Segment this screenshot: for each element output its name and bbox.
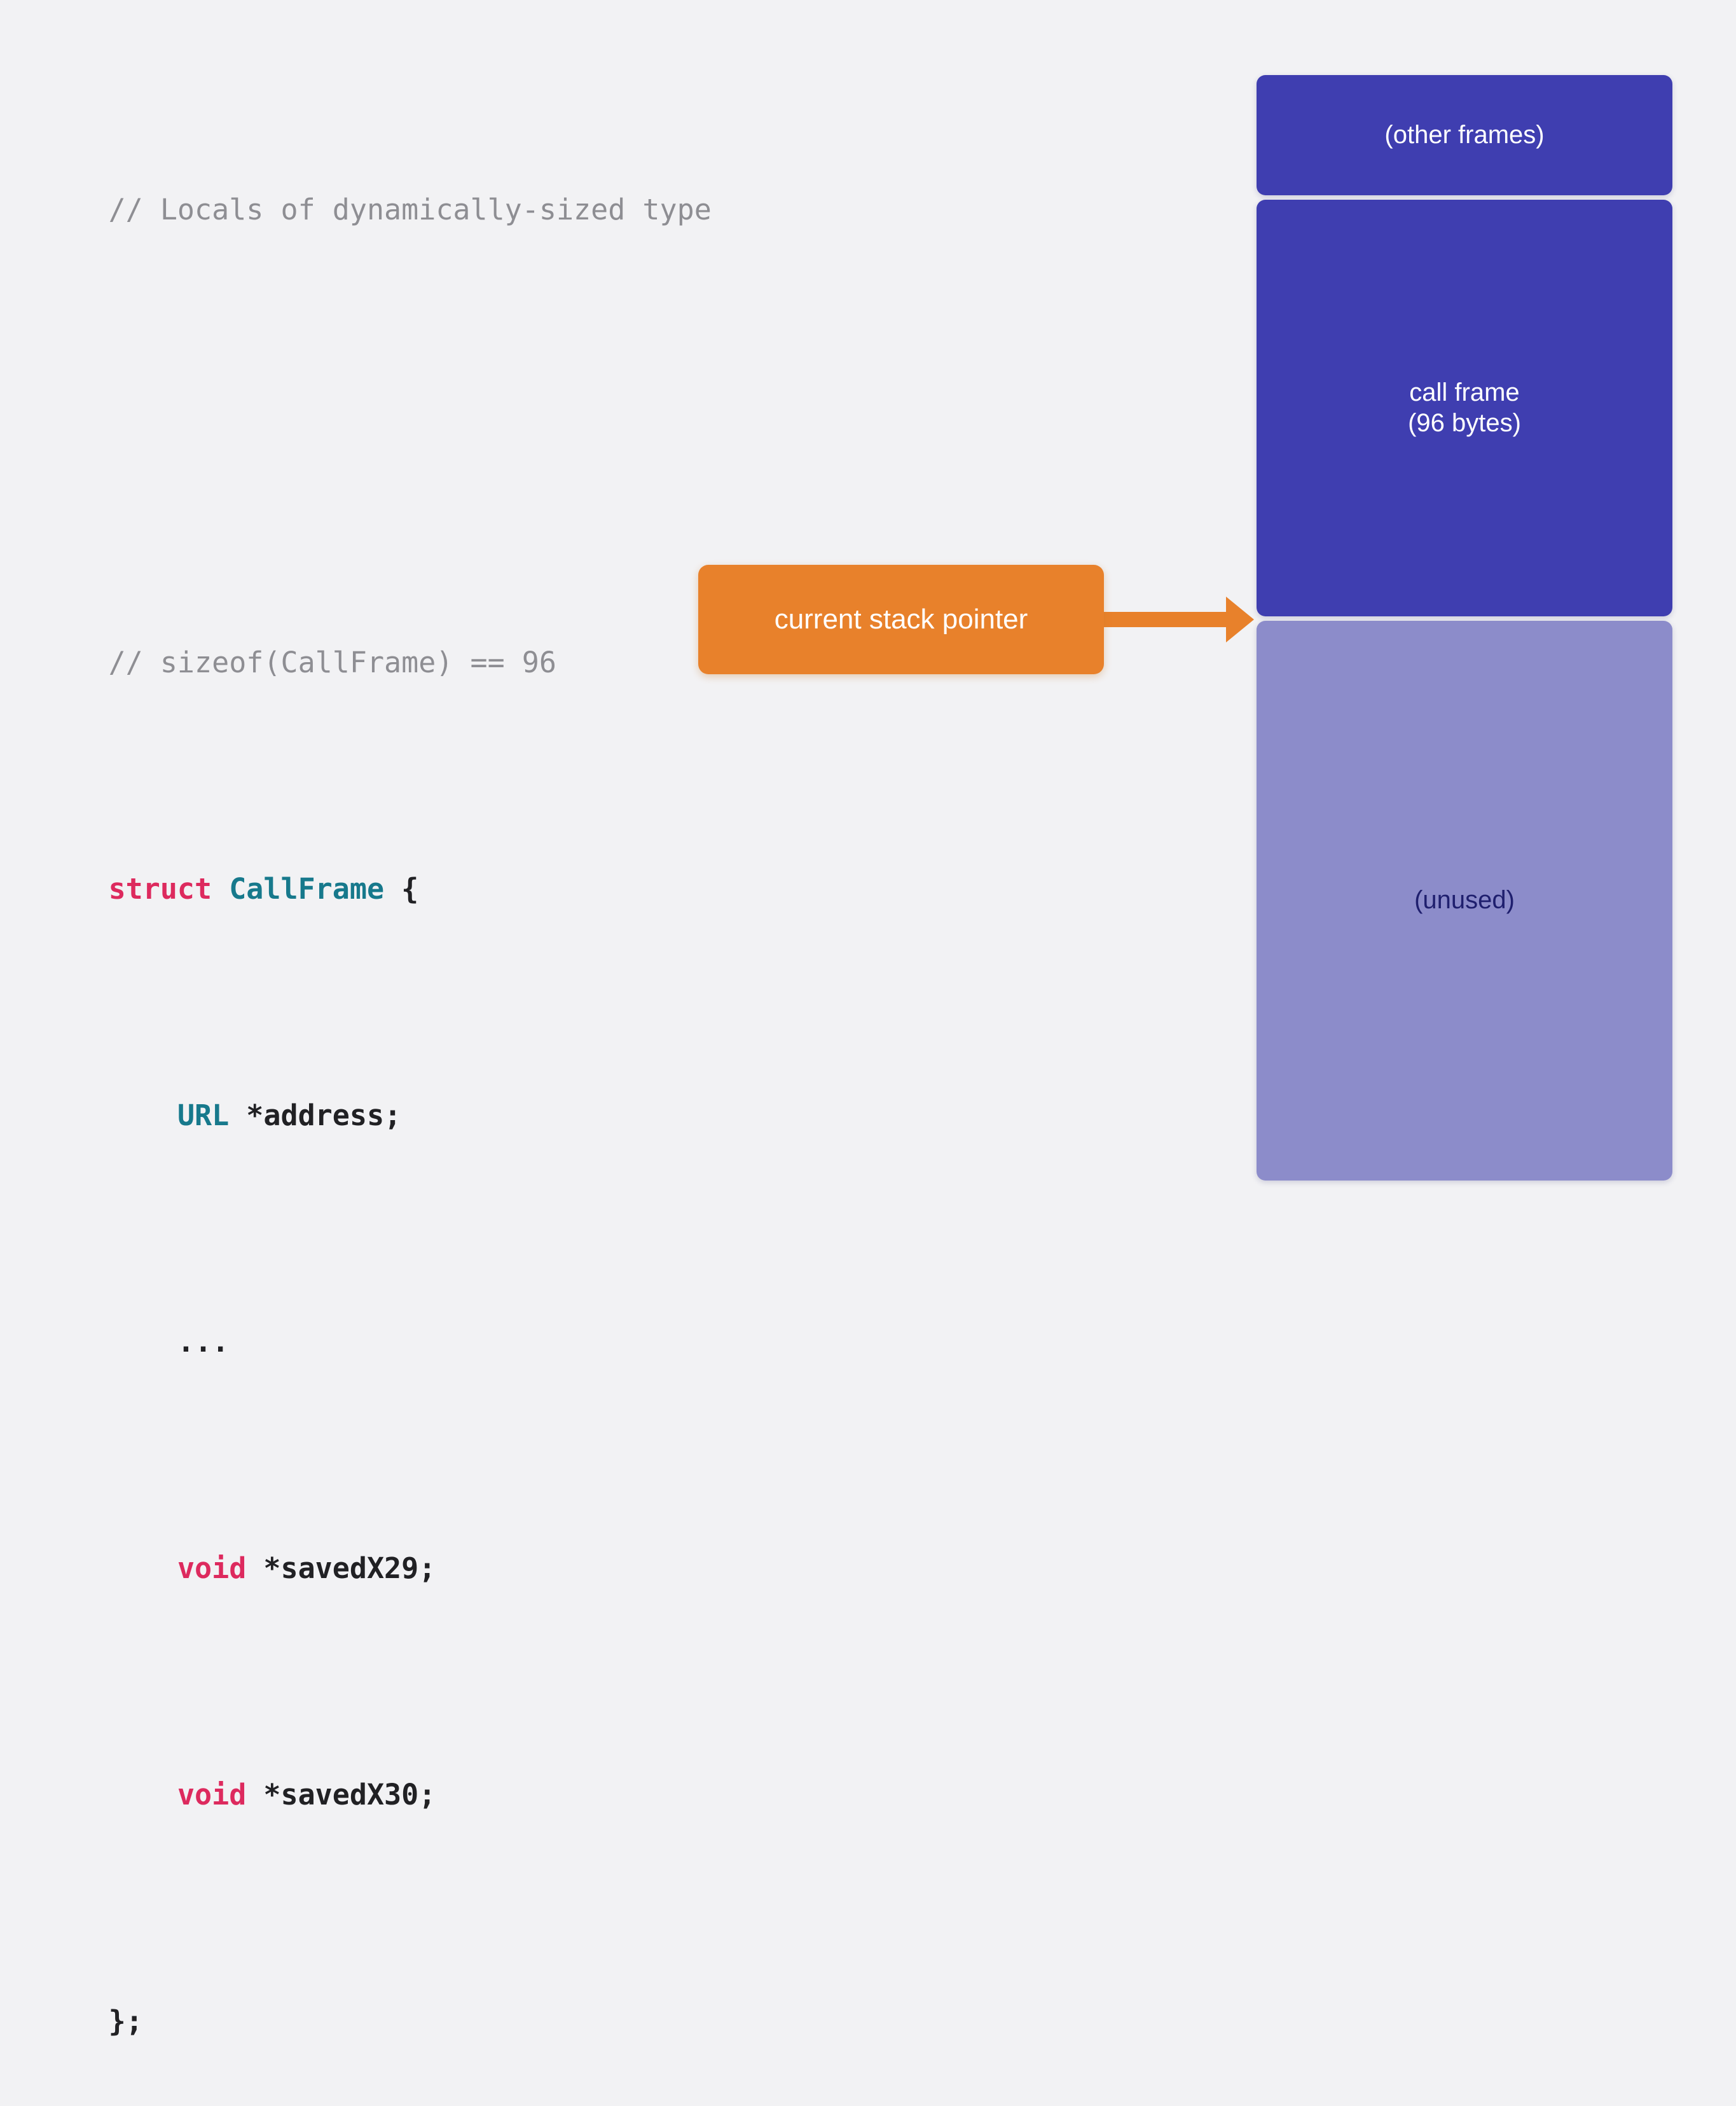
code-line: ... xyxy=(5,1257,679,1359)
callout-label: current stack pointer xyxy=(774,604,1028,635)
code-token-keyword: void xyxy=(177,1778,247,1812)
code-token-identifier: *savedX30; xyxy=(246,1778,436,1812)
code-line: URL *address; xyxy=(5,1030,679,1132)
stack-block-label-line1: call frame xyxy=(1409,378,1520,407)
stack-block-other-frames[interactable]: (other frames) xyxy=(1257,75,1672,195)
code-line: void *savedX30; xyxy=(5,1710,679,1812)
code-token-comment: // sizeof(CallFrame) == 96 xyxy=(108,646,556,679)
stack-block-label: call frame (96 bytes) xyxy=(1408,378,1521,438)
current-stack-pointer-callout[interactable]: current stack pointer xyxy=(698,565,1104,674)
code-token-identifier: *address; xyxy=(229,1098,402,1132)
code-line: }; xyxy=(5,1936,679,2038)
code-listing: // Locals of dynamically-sized type // s… xyxy=(5,11,712,2106)
code-line-blank xyxy=(5,351,679,408)
slide-canvas: // Locals of dynamically-sized type // s… xyxy=(108,75,1672,2038)
code-token-keyword: struct xyxy=(108,872,212,906)
code-token-indent xyxy=(109,1551,177,1585)
code-token-type: CallFrame xyxy=(229,872,385,906)
arrow-shape xyxy=(1081,597,1254,642)
code-token-comment: // Locals of dynamically-sized type xyxy=(108,193,712,226)
code-token-ellipsis: ... xyxy=(108,1325,230,1359)
code-token-indent xyxy=(109,1778,177,1812)
code-token-keyword: void xyxy=(177,1551,247,1585)
code-token-space xyxy=(212,872,229,906)
code-token-punct: { xyxy=(384,872,419,906)
code-line: void *savedX29; xyxy=(5,1483,679,1585)
stack-block-label-line1: (unused) xyxy=(1414,886,1515,915)
stack-block-label: (other frames) xyxy=(1384,120,1544,150)
code-line: struct CallFrame { xyxy=(5,804,679,906)
code-token-indent xyxy=(109,1098,177,1132)
stack-block-label: (unused) xyxy=(1414,885,1515,915)
code-token-type: URL xyxy=(177,1098,230,1132)
code-token-identifier: *savedX29; xyxy=(246,1551,436,1585)
code-line: // sizeof(CallFrame) == 96 xyxy=(5,578,679,679)
stack-pointer-arrow xyxy=(1081,597,1254,642)
code-line: // Locals of dynamically-sized type xyxy=(5,125,712,226)
stack-block-label-line2: (96 bytes) xyxy=(1408,408,1521,437)
stack-block-label-line1: (other frames) xyxy=(1384,120,1545,149)
stack-block-call-frame[interactable]: call frame (96 bytes) xyxy=(1257,200,1672,616)
stack-block-unused[interactable]: (unused) xyxy=(1257,621,1672,1181)
code-token-punct: }; xyxy=(108,2004,143,2038)
